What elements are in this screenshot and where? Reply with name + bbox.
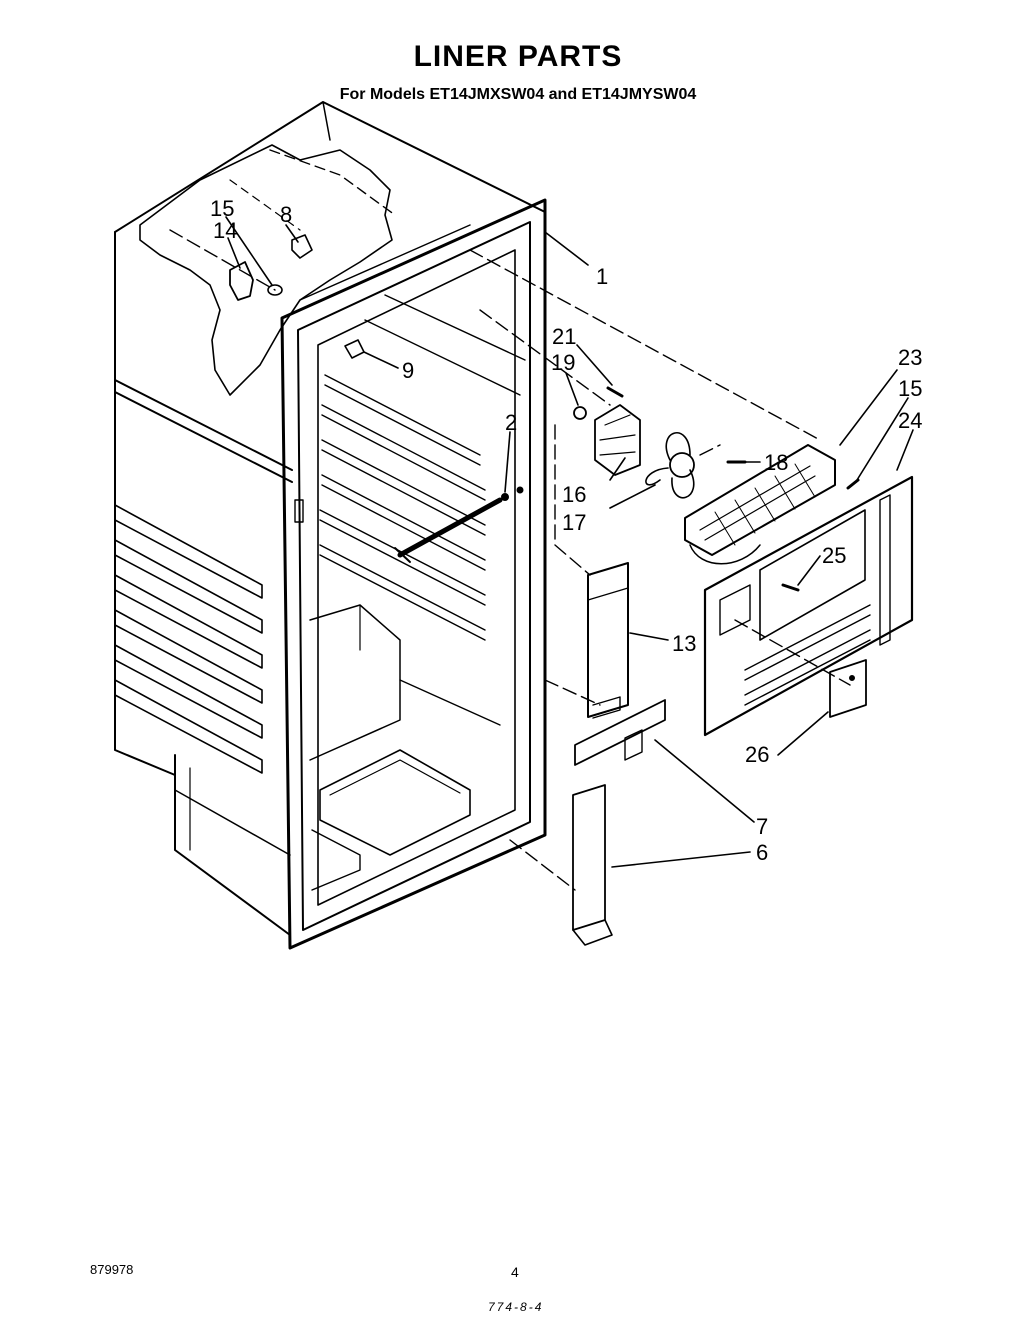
callout-23: 23 <box>898 345 922 370</box>
callout-15-top: 15 <box>210 196 234 221</box>
part-13-air-duct <box>587 562 629 719</box>
part-14-control <box>229 261 254 301</box>
callout-2: 2 <box>505 410 517 435</box>
callout-19: 19 <box>551 350 575 375</box>
callout-1: 1 <box>596 264 608 289</box>
part-6-lower-duct <box>572 784 613 946</box>
cabinet-liner <box>114 101 547 950</box>
page-number: 4 <box>511 1264 519 1280</box>
revision-code: 774-8-4 <box>488 1300 544 1314</box>
part-9-clip <box>344 339 365 359</box>
page-title: LINER PARTS <box>413 40 623 73</box>
callout-21: 21 <box>552 324 576 349</box>
callout-17: 17 <box>562 510 586 535</box>
callout-16: 16 <box>562 482 586 507</box>
document-number: 879978 <box>90 1262 134 1277</box>
part-23-fan-shroud <box>684 444 836 565</box>
part-15-screw-right <box>846 478 860 490</box>
leader-lines <box>225 216 914 868</box>
callout-6: 6 <box>756 840 768 865</box>
callout-9: 9 <box>402 358 414 383</box>
assembly-lines <box>169 229 851 891</box>
callout-18: 18 <box>764 450 788 475</box>
part-16-fan-motor <box>594 404 641 476</box>
callout-24: 24 <box>898 408 922 433</box>
callout-8: 8 <box>280 202 292 227</box>
part-21-screw <box>606 386 624 398</box>
part-25-screw <box>781 583 800 592</box>
callout-13: 13 <box>672 631 696 656</box>
callout-7: 7 <box>756 814 768 839</box>
callout-numbers: 1 2 6 7 8 9 13 14 15 15 16 17 18 19 21 2… <box>210 196 922 865</box>
part-24-evaporator-cover <box>703 475 914 737</box>
callout-26: 26 <box>745 742 769 767</box>
part-7-baffle <box>574 699 666 766</box>
part-2-shelf-support <box>394 486 524 563</box>
callout-14: 14 <box>213 218 237 243</box>
callout-25: 25 <box>822 543 846 568</box>
part-19-grommet <box>573 406 587 420</box>
part-17-fan-blade <box>645 432 695 499</box>
part-15-screw-top <box>267 284 283 296</box>
callout-15-right: 15 <box>898 376 922 401</box>
page-subtitle: For Models ET14JMXSW04 and ET14JMYSW04 <box>339 86 697 103</box>
part-8-switch <box>291 234 313 259</box>
part-26-label-plate <box>829 659 867 718</box>
